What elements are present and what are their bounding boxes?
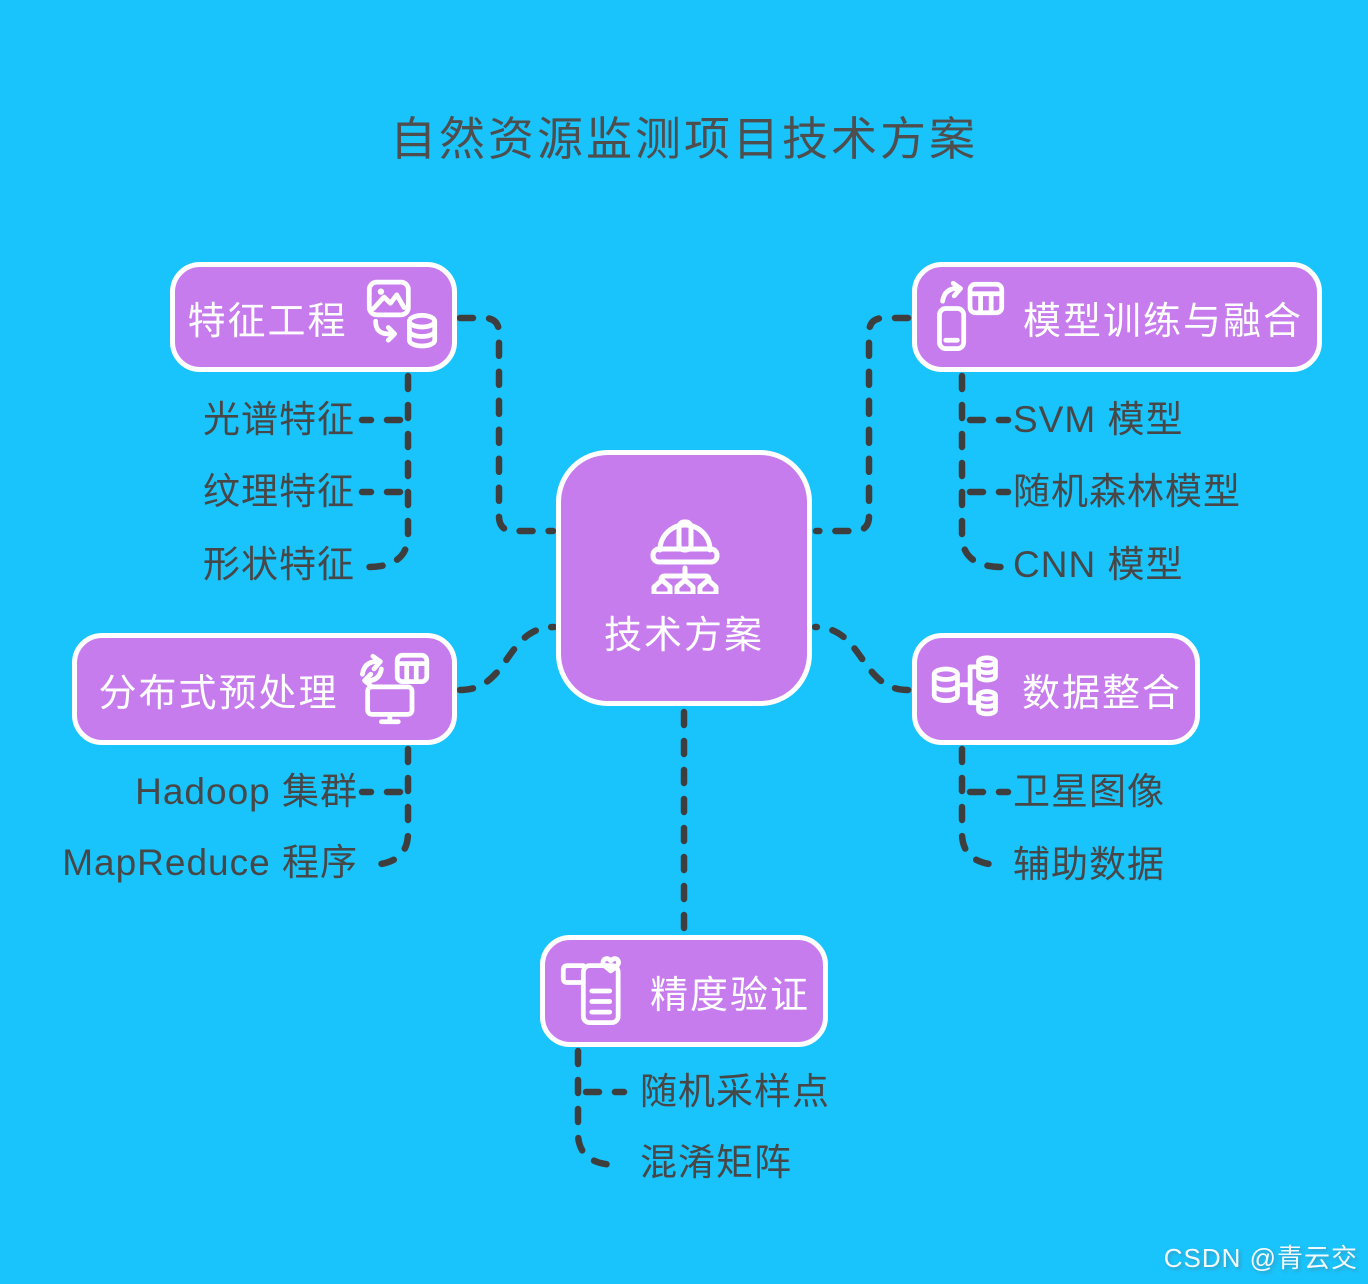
diagram-title: 自然资源监测项目技术方案: [390, 113, 978, 165]
node-feature-engineering-label: 特征工程: [187, 300, 348, 343]
node-accuracy-validation: 精度验证: [540, 935, 828, 1047]
child-accuracy-validation-1: 混淆矩阵: [640, 1142, 792, 1183]
child-feature-engineering-2: 形状特征: [203, 544, 355, 585]
node-model-training-label: 模型训练与融合: [1022, 300, 1303, 343]
branch-line-model-training: [958, 372, 1006, 571]
device-sync-table-icon: [931, 279, 1007, 355]
watermark-text: CSDN @青云交: [1163, 1243, 1358, 1273]
hard-hat-hierarchy-icon: [634, 498, 734, 594]
child-data-integration-0: 卫星图像: [1013, 771, 1165, 812]
database-merge-icon: [930, 651, 1006, 727]
node-technical-plan: 技术方案: [556, 450, 812, 706]
child-model-training-1: 随机森林模型: [1013, 471, 1241, 512]
image-to-database-icon: [364, 279, 440, 355]
node-feature-engineering: 特征工程: [170, 262, 457, 372]
child-feature-engineering-1: 纹理特征: [203, 471, 355, 512]
branch-line-feature-engineering: [364, 372, 412, 571]
node-technical-plan-label: 技术方案: [603, 614, 764, 657]
child-distributed-preprocessing-1: MapReduce 程序: [62, 842, 358, 883]
child-feature-engineering-0: 光谱特征: [203, 399, 355, 440]
node-distributed-preprocessing-label: 分布式预处理: [98, 672, 339, 715]
connector-center-distributed-preprocessing: [456, 623, 558, 694]
branch-line-data-integration: [958, 745, 1006, 869]
document-check-icon: [558, 953, 634, 1029]
child-accuracy-validation-0: 随机采样点: [640, 1071, 830, 1112]
child-data-integration-1: 辅助数据: [1013, 844, 1165, 885]
child-distributed-preprocessing-0: Hadoop 集群: [135, 771, 358, 812]
child-model-training-0: SVM 模型: [1013, 399, 1184, 440]
connector-center-model-training: [812, 314, 912, 535]
node-data-integration: 数据整合: [912, 633, 1200, 745]
node-distributed-preprocessing: 分布式预处理: [72, 633, 457, 745]
connector-center-data-integration: [811, 623, 912, 694]
branch-line-distributed-preprocessing: [364, 745, 412, 869]
node-model-training: 模型训练与融合: [912, 262, 1322, 372]
node-accuracy-validation-label: 精度验证: [649, 974, 810, 1017]
branch-line-accuracy-validation: [574, 1047, 622, 1169]
child-model-training-2: CNN 模型: [1013, 544, 1184, 585]
monitor-sync-table-icon: [355, 651, 431, 727]
node-data-integration-label: 数据整合: [1021, 672, 1182, 715]
connector-center-feature-engineering: [456, 314, 557, 535]
